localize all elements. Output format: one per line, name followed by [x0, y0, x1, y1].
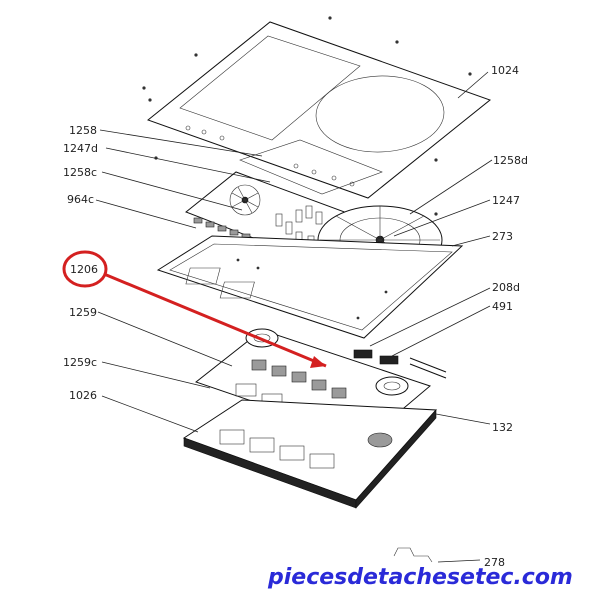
bottom-chassis [182, 399, 438, 509]
leader-lines [95, 71, 493, 563]
label-1259c: 1259c [63, 356, 97, 369]
support-tray [156, 235, 464, 339]
label-1026: 1026 [69, 389, 97, 402]
label-132: 132 [492, 421, 513, 434]
small-bracket [393, 547, 433, 563]
highlight-1206 [62, 250, 327, 368]
watermark-text: piecesdetachesetec.com [267, 565, 573, 590]
label-1258d: 1258d [493, 154, 528, 167]
label-208d: 208d [492, 281, 520, 294]
label-491: 491 [492, 300, 513, 313]
label-964c: 964c [67, 193, 94, 206]
label-1258: 1258 [69, 124, 97, 137]
label-1247: 1247 [492, 194, 520, 207]
control-board [185, 171, 351, 257]
label-273: 273 [492, 230, 513, 243]
label-1024: 1024 [491, 64, 519, 77]
glass-top-plate [142, 16, 492, 199]
label-278: 278 [484, 556, 505, 569]
label-1247d: 1247d [63, 142, 98, 155]
label-1258c: 1258c [63, 166, 97, 179]
label-1206: 1206 [70, 263, 98, 276]
label-1259: 1259 [69, 306, 97, 319]
